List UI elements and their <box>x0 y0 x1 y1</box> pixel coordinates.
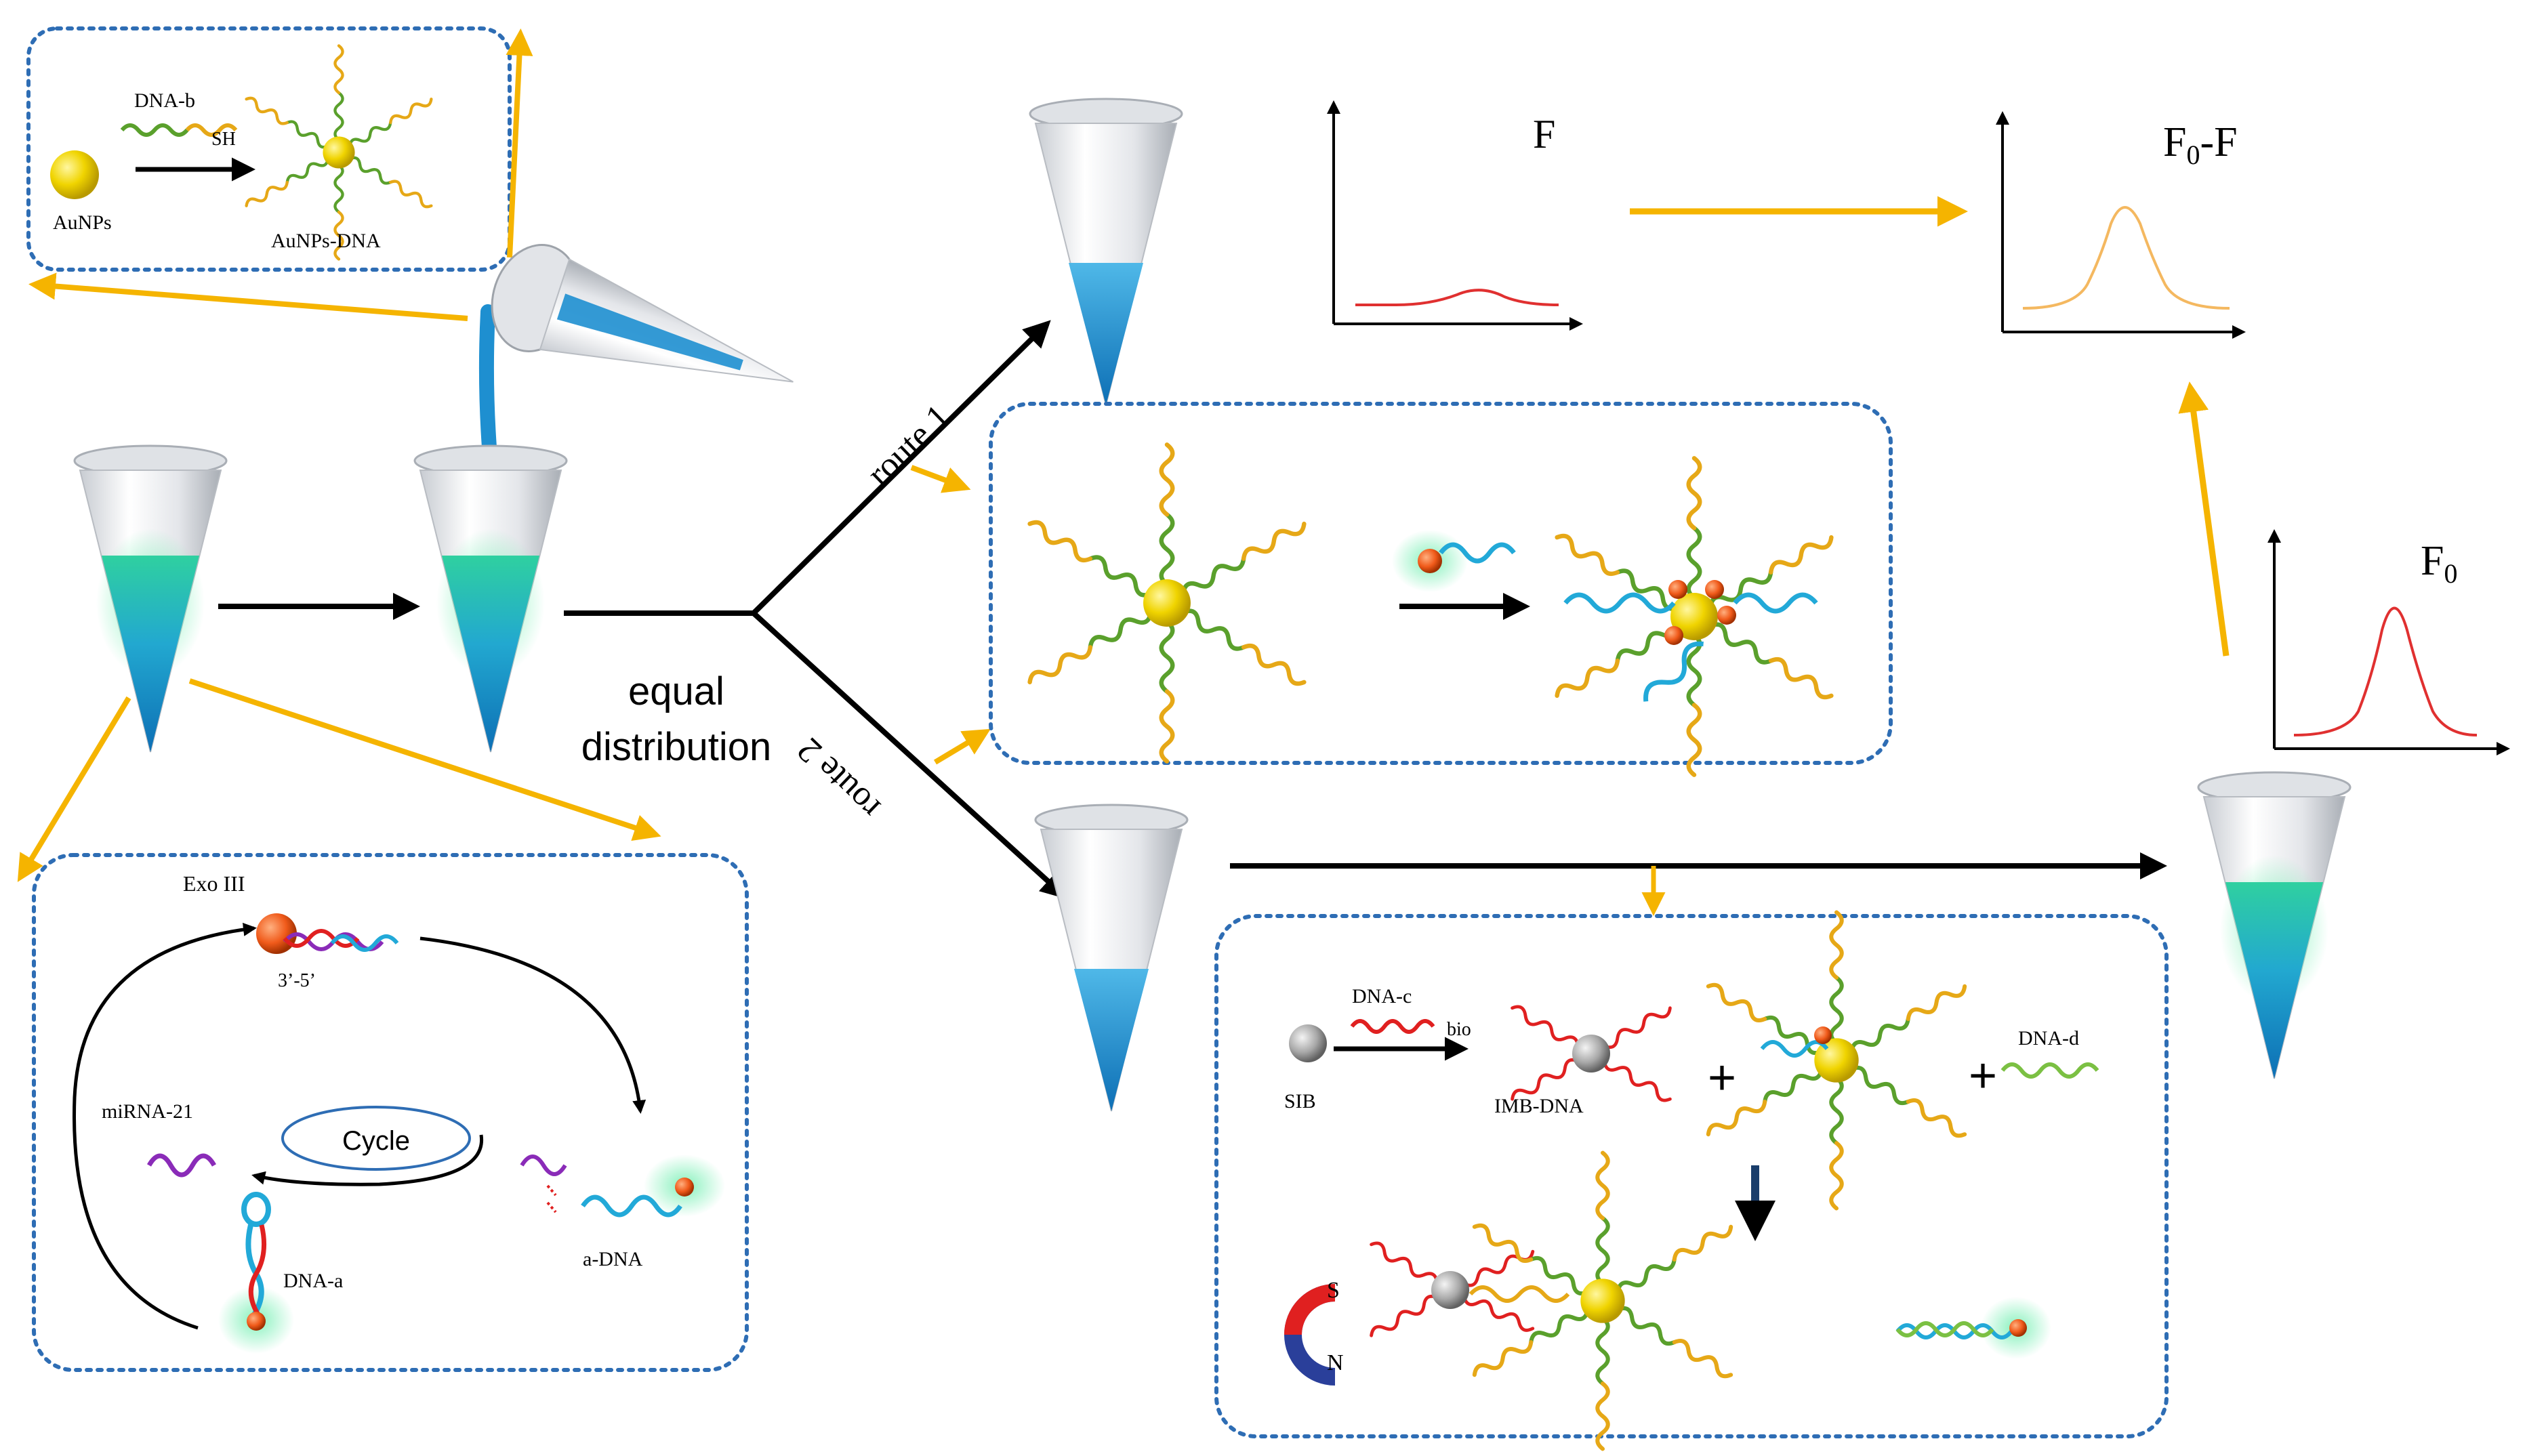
hybridized-complex <box>1554 458 1834 774</box>
tube-mixed <box>413 444 568 753</box>
route-2-arrow <box>752 611 1068 900</box>
cycle-arrow-right <box>419 936 646 1114</box>
dna-d-label: DNA-d <box>2018 1027 2079 1049</box>
pouring-tube <box>478 244 794 455</box>
chart-f: F <box>1327 100 1583 331</box>
sh-label: SH <box>211 129 236 150</box>
route-2-label: route 2 <box>789 730 888 827</box>
cycle-label: Cycle <box>342 1126 410 1156</box>
chart-f0-f-label-tail: -F <box>2200 119 2237 165</box>
yellow-arrow-route-1-box <box>910 465 971 493</box>
aunp-particle <box>50 150 99 199</box>
yellow-arrow-up <box>506 28 533 258</box>
aunps-dna-conjugate <box>245 46 433 259</box>
exo-iii-enzyme <box>256 913 297 954</box>
aunp-conjugation-panel: AuNPs DNA-b SH AuNPs-DNA <box>26 26 512 272</box>
tube-final <box>2197 771 2352 1080</box>
cycle-arrow-left <box>73 922 257 1330</box>
a-dna-label: a-DNA <box>583 1248 643 1270</box>
bio-label: bio <box>1447 1019 1471 1040</box>
yellow-arrow-left <box>28 272 468 321</box>
svg-text:F0: F0 <box>2421 538 2457 589</box>
plus-sign-2: + <box>1969 1049 1997 1103</box>
hybrid-aunp-complex <box>1706 913 1967 1209</box>
chart-f0-f-label-main: F <box>2163 119 2186 165</box>
yellow-arrow-down-left <box>17 696 131 882</box>
yellow-arrow-down-right <box>188 678 661 841</box>
magnet-n-label: N <box>1327 1350 1344 1375</box>
cycle-return-arrow <box>251 1134 484 1186</box>
chart-f0: F0 <box>2267 529 2510 755</box>
aunps-label: AuNPs <box>53 211 112 234</box>
chart-f-curve <box>1355 289 1559 306</box>
chart-f0-f: F0-F <box>1996 111 2246 339</box>
aunps-dna-probe <box>1027 444 1307 761</box>
dna-b-strand <box>120 123 189 137</box>
dna-d-strand <box>2000 1062 2099 1079</box>
tube-route-2 <box>1034 804 1189 1112</box>
tube-sample-initial <box>73 444 228 753</box>
chart-f0-f-curve <box>2022 206 2230 310</box>
dna-a-label: DNA-a <box>283 1270 343 1292</box>
imb-dna-conjugate <box>1510 1004 1672 1104</box>
three-five-label: 3’-5’ <box>278 970 316 991</box>
magnet-s-label: S <box>1327 1278 1340 1303</box>
route-1-arrow <box>752 320 1051 615</box>
dna-c-label: DNA-c <box>1352 985 1412 1007</box>
distribution-label: distribution <box>581 725 771 769</box>
exo-iii-label: Exo III <box>183 871 245 896</box>
sib-label: SIB <box>1284 1090 1316 1112</box>
plus-sign-1: + <box>1708 1051 1736 1105</box>
dna-a-hairpin <box>241 1192 271 1331</box>
yellow-arrow-f0-to-f0f <box>2178 381 2230 657</box>
captured-complex <box>1369 1153 1733 1449</box>
a-dna-strand <box>581 1194 682 1218</box>
chart-f0-label-main: F <box>2421 538 2444 584</box>
chart-f-label: F <box>1533 112 1555 157</box>
aunps-dna-label: AuNPs-DNA <box>271 230 381 252</box>
mirna-21-label: miRNA-21 <box>102 1100 193 1123</box>
dna-b-label: DNA-b <box>134 89 195 112</box>
a-dna-fluorophore <box>1418 549 1442 573</box>
released-fluorescent-duplex <box>1895 1319 2027 1339</box>
chart-f0-label-sub: 0 <box>2444 558 2457 589</box>
hybridization-panel <box>989 402 1893 775</box>
chart-f0-curve <box>2293 606 2478 736</box>
cycle-ellipse <box>281 1106 471 1171</box>
dna-c-strand <box>1350 1019 1435 1034</box>
sib-bead <box>1289 1024 1327 1062</box>
chart-f0-f-label-sub: 0 <box>2186 140 2200 170</box>
svg-text:F0-F: F0-F <box>2163 119 2238 170</box>
imb-dna-label: IMB-DNA <box>1494 1095 1584 1117</box>
tube-route-1 <box>1029 98 1183 407</box>
yellow-arrow-route-2-box <box>933 728 991 765</box>
magnet-icon <box>1284 1284 1336 1386</box>
mirna-21-strand <box>146 1153 217 1178</box>
magnetic-separation-panel: SIB DNA-c bio IMB-DNA + + DNA-d S N <box>1214 913 2169 1449</box>
equal-label: equal <box>628 669 724 713</box>
exo-cycle-panel: Exo III 3’-5’ Cycle miRNA-21 a-DNA DN <box>32 853 749 1372</box>
